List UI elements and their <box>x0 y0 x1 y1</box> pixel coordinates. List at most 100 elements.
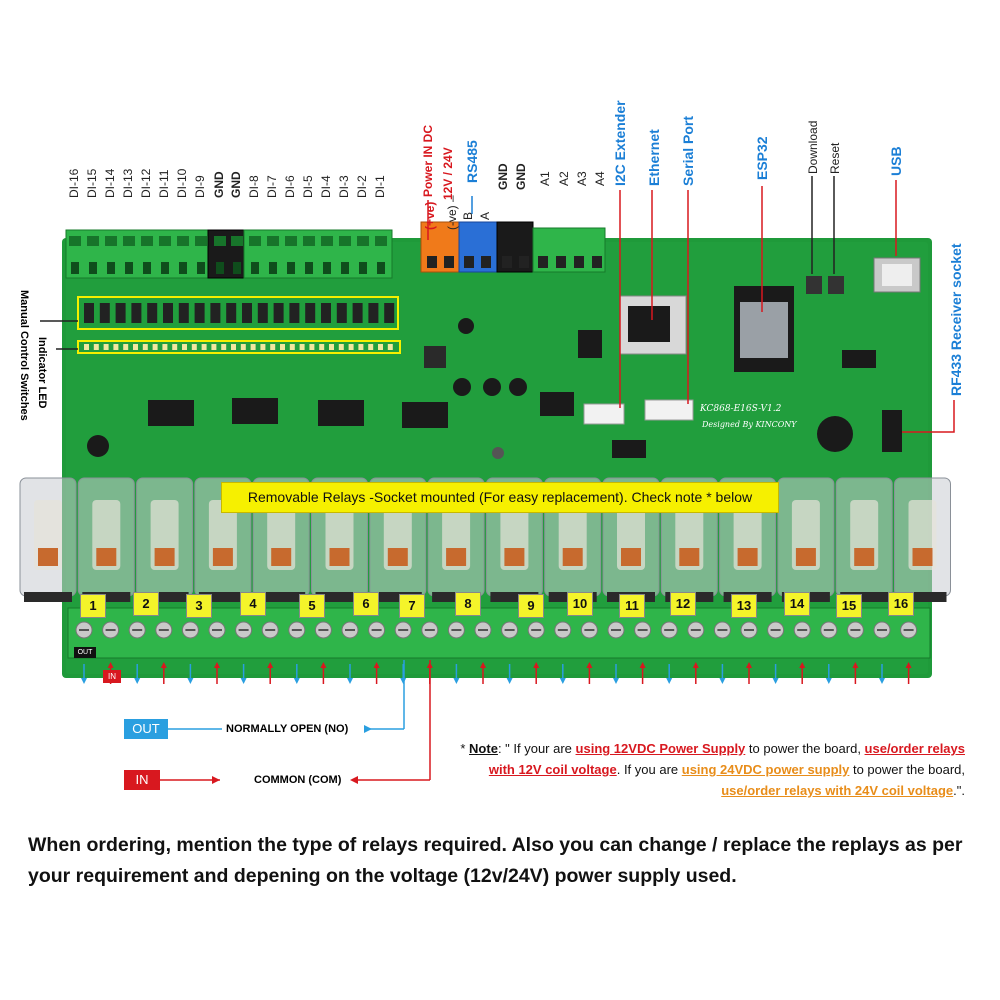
relay-number: 16 <box>888 592 914 616</box>
relay-banner: Removable Relays -Socket mounted (For ea… <box>221 482 779 513</box>
relay-coil <box>621 548 641 566</box>
screw <box>231 236 243 246</box>
screw <box>321 236 333 246</box>
screw-slot <box>161 262 169 274</box>
indicator-led <box>378 344 383 350</box>
screw <box>249 236 261 246</box>
manual-switch <box>178 303 189 323</box>
relay-coil <box>504 548 525 566</box>
screw-slot <box>556 256 566 268</box>
screw-slot <box>464 256 474 268</box>
screw <box>159 236 171 246</box>
screw-slot <box>216 262 224 274</box>
relay-number: 1 <box>80 594 106 618</box>
indicator-led <box>172 344 178 350</box>
relay <box>835 477 893 602</box>
screw <box>87 236 99 246</box>
indicator-led <box>142 344 148 350</box>
ordering-footer: When ordering, mention the type of relay… <box>28 834 963 887</box>
screw-slot <box>287 262 295 274</box>
chip <box>612 440 646 458</box>
screw-slot <box>574 256 584 268</box>
i2c-label: I2C Extender <box>612 100 628 186</box>
relay-number: 3 <box>186 594 212 618</box>
indicator-led <box>133 344 138 350</box>
note-label: Note <box>469 741 498 756</box>
screw-slot <box>502 256 512 268</box>
in-arrow-head <box>905 662 912 668</box>
di-label: DI-4 <box>319 175 333 198</box>
rf433-label: RF433 Receiver socket <box>948 243 964 396</box>
relay-coil <box>912 548 933 566</box>
indicator-led <box>191 344 197 350</box>
indicator-led <box>182 344 187 350</box>
relay-coil <box>854 548 875 566</box>
in-arrow-head <box>746 662 752 668</box>
relay-number: 9 <box>518 594 544 618</box>
screw-slot <box>233 262 241 274</box>
indicator-led <box>299 344 305 350</box>
capacitor <box>453 378 471 396</box>
note-24v-relays: use/order relays with 24V coil voltage <box>721 783 954 798</box>
screw-slot <box>89 262 97 274</box>
out-arrow-head <box>453 678 460 684</box>
manual-switch-label: Manual Control Switches <box>18 290 30 421</box>
power-plus-label: (+ve) <box>423 201 437 230</box>
rs485-label: RS485 <box>464 140 480 183</box>
screw <box>267 236 279 246</box>
serial-connector <box>644 399 694 421</box>
relay-socket <box>140 592 189 602</box>
analog-label: A2 <box>557 171 571 186</box>
out-arrow-head <box>293 678 300 684</box>
screw <box>357 236 369 246</box>
manual-switch <box>273 303 284 323</box>
screw <box>339 236 351 246</box>
gnd-label: GND <box>212 171 226 198</box>
indicator-led <box>260 344 266 350</box>
gnd-label: GND <box>514 163 528 190</box>
relay-socket <box>490 592 539 602</box>
indicator-led <box>280 344 285 350</box>
relay <box>427 477 485 602</box>
relay-socket <box>24 592 72 602</box>
indicator-led <box>319 344 325 350</box>
indicator-led <box>368 344 374 350</box>
di-label: DI-5 <box>301 175 315 198</box>
relay-coil <box>38 548 58 566</box>
in-arrow-head <box>799 662 806 668</box>
out-arrow-head <box>134 678 141 684</box>
screw-slot <box>427 256 437 268</box>
in-arrow-head <box>692 662 699 668</box>
indicator-led-row <box>77 340 401 354</box>
relay-coil <box>562 548 583 566</box>
indicator-led <box>231 344 236 350</box>
out-arrow-head <box>613 678 619 684</box>
screw-slot <box>251 262 259 274</box>
screw <box>303 236 315 246</box>
rs485-b-label: B <box>461 211 475 220</box>
relay-number: 5 <box>299 594 325 618</box>
chip <box>402 402 448 428</box>
screw-slot <box>143 262 151 274</box>
indicator-led <box>152 344 158 350</box>
legend-in-tag: IN <box>124 770 160 790</box>
relay-coil <box>679 548 700 566</box>
screw-slot <box>538 256 548 268</box>
out-arrow-head <box>240 678 247 684</box>
indicator-led <box>84 344 89 350</box>
out-terminal-tag: OUT <box>74 647 96 658</box>
i2c-connector <box>583 403 625 425</box>
relay-number: 11 <box>619 594 645 618</box>
out-arrow-head <box>187 678 194 684</box>
usb-label: USB <box>888 146 904 176</box>
indicator-led <box>93 344 99 350</box>
screw <box>375 236 387 246</box>
manual-switch <box>99 303 110 323</box>
reset-button <box>828 276 844 294</box>
relay-socket <box>257 592 306 602</box>
in-terminal-tag: IN <box>103 670 121 683</box>
manual-switch <box>289 303 300 323</box>
di-label: DI-2 <box>355 175 369 198</box>
out-arrow-head <box>400 678 407 684</box>
manual-switch <box>352 303 363 323</box>
